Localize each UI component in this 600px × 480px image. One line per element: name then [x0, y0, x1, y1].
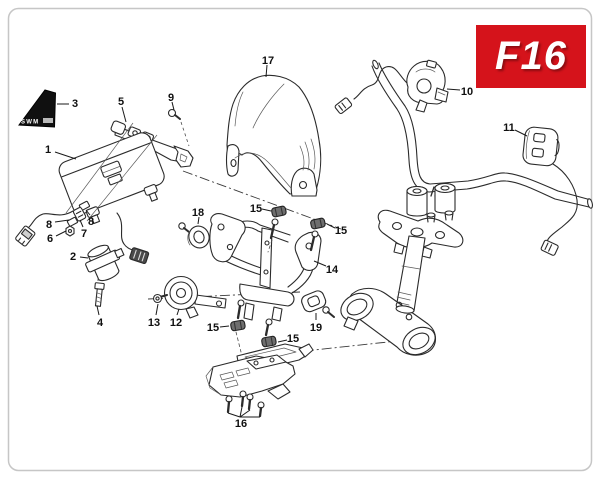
- bolt-4: [94, 282, 105, 307]
- leader-line-8: [54, 219, 70, 223]
- cluster-wiring: [15, 210, 150, 264]
- left-switch-assembly: [334, 59, 449, 115]
- leader-line-16: [239, 409, 251, 418]
- mount-19: [301, 290, 335, 318]
- sticker-brand-text: SWM: [21, 120, 39, 126]
- leader-line-18: [197, 216, 200, 225]
- bar-left-end: [372, 59, 379, 70]
- leader-line-15: [277, 339, 288, 343]
- callout-6: 6: [47, 233, 53, 245]
- leader-line-8: [85, 209, 91, 216]
- callout-2: 2: [70, 251, 76, 263]
- damper-7: [72, 206, 87, 222]
- lower-triple-clamp: [340, 287, 437, 356]
- callout-1: 1: [45, 144, 51, 156]
- callout-14: 14: [326, 264, 339, 276]
- callout-13: 13: [148, 317, 160, 329]
- swm-sticker: SWM: [18, 89, 57, 128]
- horn: [163, 275, 227, 319]
- callout-19: 19: [310, 322, 322, 334]
- cluster-fasteners: [65, 200, 91, 237]
- leader-line-14: [313, 260, 327, 267]
- handlebar: [371, 59, 593, 209]
- leader-line-16: [239, 406, 243, 418]
- left-switch-connector: [334, 97, 353, 115]
- mount-18: [178, 222, 210, 249]
- callout-15: 15: [335, 225, 347, 237]
- callout-8: 8: [88, 216, 94, 228]
- figure-code-badge: F16: [476, 25, 586, 88]
- headlight-bracket: [209, 213, 322, 322]
- callout-4: 4: [97, 317, 104, 329]
- washer-8a: [66, 216, 79, 227]
- leader-line-11: [514, 129, 528, 137]
- cluster-connector-left: [15, 225, 36, 247]
- nut-6: [65, 225, 75, 237]
- screws-16: [225, 390, 265, 418]
- sticker-stripe: [43, 118, 53, 123]
- leader-line-9: [171, 101, 175, 111]
- rubber-grommets: [230, 205, 326, 358]
- leader-line-17: [265, 64, 268, 78]
- callout-17: 17: [262, 55, 274, 67]
- headlight-cowl: [225, 74, 322, 197]
- leader-line-10: [446, 88, 461, 91]
- callout-16: 16: [235, 418, 247, 430]
- triple-clamp-assembly: [340, 182, 464, 356]
- bar-riser-left: [406, 185, 428, 217]
- right-switch-assembly: [522, 126, 578, 256]
- left-switch-cable: [353, 65, 409, 100]
- leader-line-13: [155, 303, 159, 316]
- callout-11: 11: [503, 122, 515, 134]
- leader-line-5: [121, 106, 127, 123]
- leader-line-1: [54, 151, 77, 160]
- leader-line-4: [96, 305, 100, 316]
- axis-line: [65, 122, 134, 214]
- leader-line-15: [261, 208, 272, 212]
- callout-15: 15: [287, 333, 299, 345]
- leader-line-15: [219, 325, 230, 328]
- callout-9: 9: [168, 92, 174, 104]
- riser-bolts: [426, 210, 454, 223]
- leader-line-6: [55, 230, 67, 237]
- callout-5: 5: [118, 96, 124, 108]
- callout-3: 3: [72, 98, 78, 110]
- callout-18: 18: [192, 207, 204, 219]
- callout-15: 15: [207, 322, 219, 334]
- callout-12: 12: [170, 317, 182, 329]
- callout-8: 8: [46, 219, 52, 231]
- callout-7: 7: [81, 228, 87, 240]
- bar-riser-right: [434, 182, 456, 214]
- axis-line: [86, 134, 158, 222]
- callout-10: 10: [461, 86, 473, 98]
- leader-line-15: [326, 223, 336, 229]
- figure-code-text: F16: [495, 34, 567, 78]
- leader-line-16: [227, 412, 241, 418]
- bolt-13: [152, 293, 168, 304]
- leader-line-7: [79, 219, 84, 228]
- right-switch-cable: [546, 163, 578, 246]
- sticker-shape: [18, 89, 57, 128]
- bracket-2: [85, 244, 125, 282]
- cluster-connector-right: [129, 247, 150, 264]
- lower-bracket-assembly: [205, 343, 314, 418]
- leader-line-2: [79, 256, 89, 259]
- right-switch-connector: [540, 239, 559, 256]
- callout-15: 15: [250, 203, 262, 215]
- leader-line-12: [176, 308, 180, 316]
- screw-9: [167, 108, 181, 120]
- bar-right-end: [587, 198, 593, 209]
- instrument-cluster: [58, 132, 165, 225]
- bracket-hook: [173, 145, 194, 168]
